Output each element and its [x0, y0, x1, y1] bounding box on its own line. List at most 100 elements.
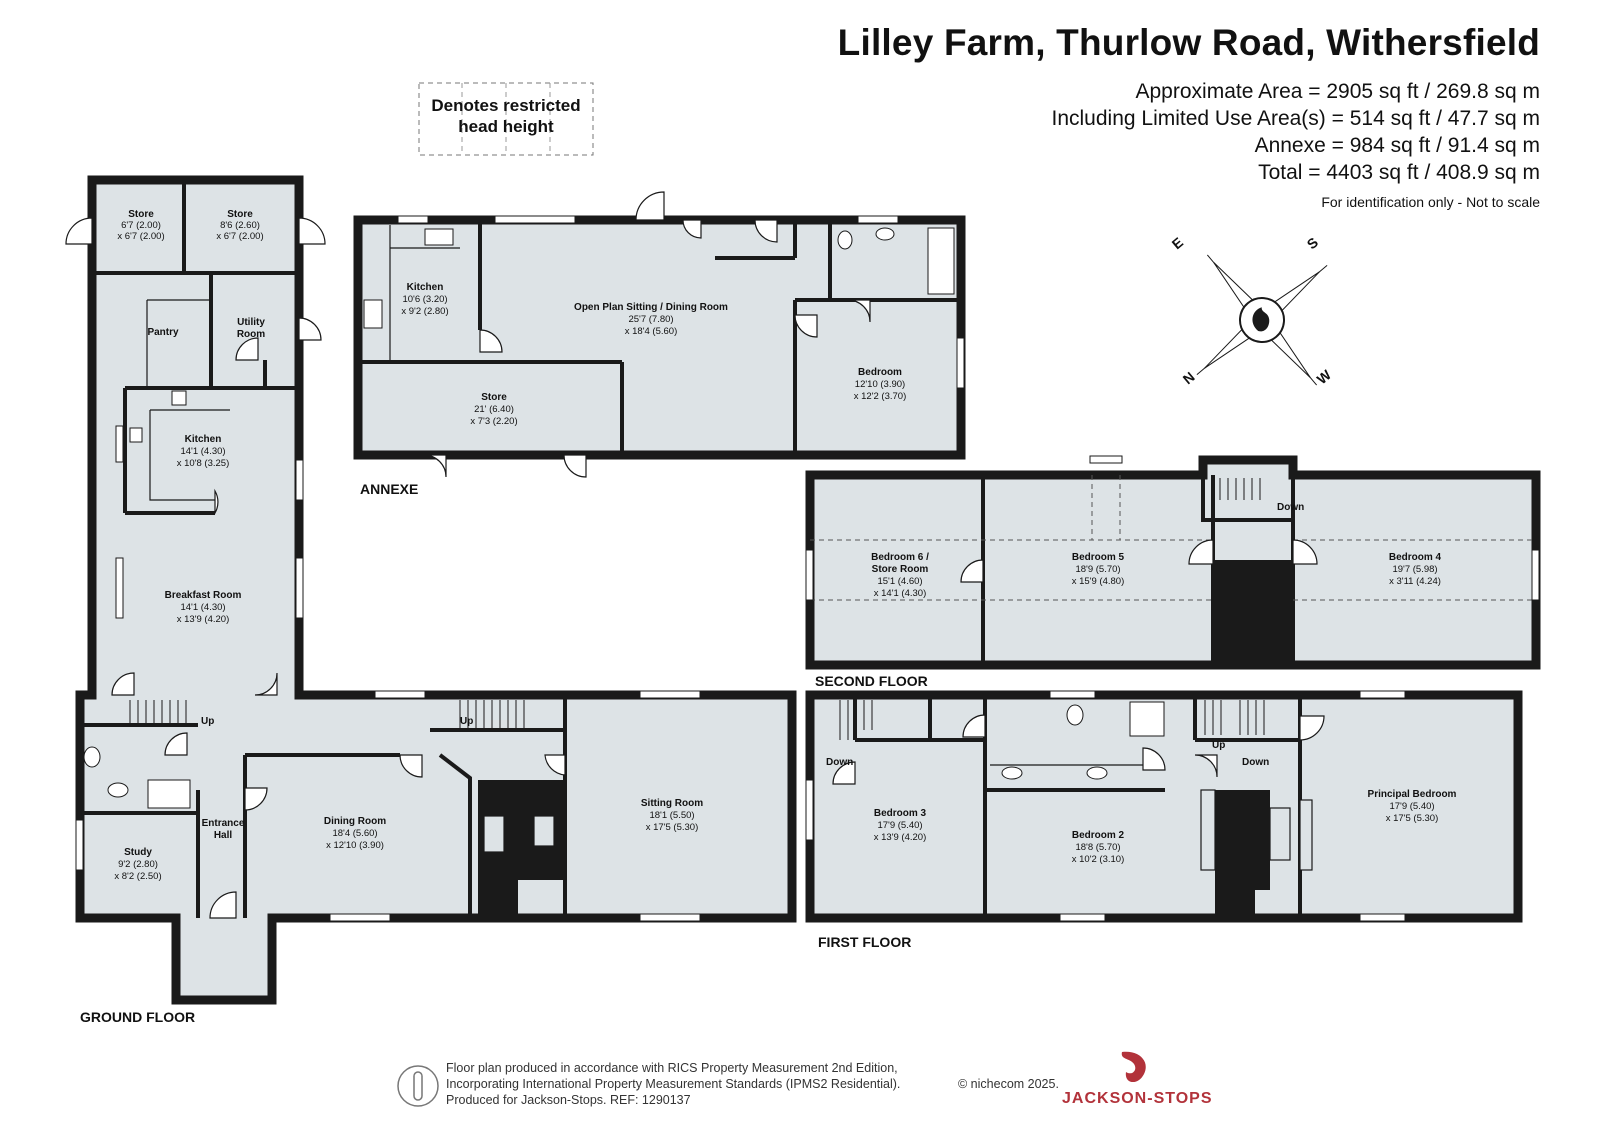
compass-e: E	[1169, 234, 1186, 252]
room-bedroom-4: Bedroom 4 19'7 (5.98) x 3'11 (4.24)	[1389, 552, 1442, 587]
room-principal-bedroom: Principal Bedroom 17'9 (5.40) x 17'5 (5.…	[1368, 789, 1457, 824]
room-store-2: Store 8'6 (2.60) x 6'7 (2.00)	[216, 209, 263, 242]
legend-line-1: Denotes restricted	[431, 96, 581, 115]
room-entrance-hall: Entrance	[202, 818, 245, 829]
total-area: Total = 4403 sq ft / 408.9 sq m	[1258, 161, 1540, 184]
room-breakfast: Breakfast Room 14'1 (4.30) x 13'9 (4.20)	[165, 590, 242, 625]
legend-box	[418, 82, 594, 156]
room-name: Bedroom 6 /	[871, 552, 929, 563]
restricted-height-legend: Denotes restricted head height	[418, 82, 594, 156]
room-dimension: x 3'11 (4.24)	[1389, 576, 1441, 587]
compass-n: N	[1180, 369, 1198, 388]
room-dimension: x 8'2 (2.50)	[114, 871, 161, 882]
footer-disclaimer: Floor plan produced in accordance with R…	[446, 1060, 1059, 1108]
room-bedroom-3: Bedroom 3 17'9 (5.40) x 13'9 (4.20)	[874, 808, 927, 843]
room-dimension: x 9'2 (2.80)	[401, 306, 448, 317]
room-utility: Room	[237, 329, 265, 340]
room-dimension: 6'7 (2.00)	[121, 220, 161, 231]
ground-floor-plan	[65, 175, 797, 1005]
room-dimension: x 13'9 (4.20)	[874, 832, 927, 843]
room-study: Study 9'2 (2.80) x 8'2 (2.50)	[114, 847, 161, 882]
second-floor-label: SECOND FLOOR	[815, 673, 928, 689]
first-floor-label: FIRST FLOOR	[818, 934, 911, 950]
room-store-1: Store 6'7 (2.00) x 6'7 (2.00)	[117, 209, 164, 242]
room-dimension: 18'8 (5.70)	[1075, 842, 1120, 853]
identification-note: For identification only - Not to scale	[1321, 194, 1540, 210]
compass-w: W	[1314, 366, 1335, 387]
room-name: Study	[124, 847, 152, 858]
room-dimension: x 7'3 (2.20)	[470, 416, 517, 427]
room-dimension: x 15'9 (4.80)	[1072, 576, 1125, 587]
room-open-plan: Open Plan Sitting / Dining Room 25'7 (7.…	[574, 302, 728, 337]
room-dimension: x 14'1 (4.30)	[874, 588, 927, 599]
room-dimension: 21' (6.40)	[474, 404, 514, 415]
room-dimension: 19'7 (5.98)	[1392, 564, 1437, 575]
room-kitchen: Kitchen 14'1 (4.30) x 10'8 (3.25)	[177, 434, 230, 469]
room-name: Bedroom 3	[874, 808, 927, 819]
room-dimension: 25'7 (7.80)	[628, 314, 673, 325]
stair-down-label: Down	[1242, 757, 1269, 768]
brand-name: JACKSON-STOPS	[1062, 1090, 1213, 1107]
room-name: Store	[227, 209, 253, 220]
room-bedroom-6: Bedroom 6 / Store Room 15'1 (4.60) x 14'…	[871, 552, 929, 599]
ipms-badge-icon	[397, 1065, 439, 1107]
compass-emblem-icon	[1252, 307, 1270, 332]
first-floor-plan	[805, 690, 1523, 923]
property-title: Lilley Farm, Thurlow Road, Withersfield	[837, 22, 1540, 63]
room-name: Open Plan Sitting / Dining Room	[574, 302, 728, 313]
room-dimension: 9'2 (2.80)	[118, 859, 158, 870]
approximate-area: Approximate Area = 2905 sq ft / 269.8 sq…	[1135, 80, 1541, 103]
room-annexe-kitchen: Kitchen 10'6 (3.20) x 9'2 (2.80)	[401, 282, 448, 317]
room-dimension: 15'1 (4.60)	[877, 576, 922, 587]
room-dimension: x 10'2 (3.10)	[1072, 854, 1125, 865]
room-dimension: x 6'7 (2.00)	[216, 231, 263, 242]
room-dimension: 12'10 (3.90)	[855, 379, 905, 390]
room-name: Store	[481, 392, 507, 403]
room-name: Breakfast Room	[165, 590, 242, 601]
stair-up-label: Up	[201, 716, 214, 727]
stair-down-label: Down	[1277, 502, 1304, 513]
room-dimension: 14'1 (4.30)	[180, 446, 225, 457]
room-bedroom-2: Bedroom 2 18'8 (5.70) x 10'2 (3.10)	[1072, 830, 1125, 865]
room-entrance-hall: Hall	[214, 830, 233, 841]
room-dimension: 18'9 (5.70)	[1075, 564, 1120, 575]
second-floor-plan	[805, 455, 1541, 670]
room-sitting: Sitting Room 18'1 (5.50) x 17'5 (5.30)	[641, 798, 703, 833]
annexe-label: ANNEXE	[360, 481, 418, 497]
room-name: Bedroom 4	[1389, 552, 1442, 563]
stair-up-label: Up	[460, 716, 473, 727]
room-dimension: x 13'9 (4.20)	[177, 614, 230, 625]
room-name: Sitting Room	[641, 798, 703, 809]
room-dimension: x 6'7 (2.00)	[117, 231, 164, 242]
ground-floor-label: GROUND FLOOR	[80, 1009, 195, 1025]
room-dimension: x 17'5 (5.30)	[646, 822, 699, 833]
annexe-area: Annexe = 984 sq ft / 91.4 sq m	[1254, 134, 1540, 157]
room-name: Store	[128, 209, 154, 220]
footer-line-1: Floor plan produced in accordance with R…	[446, 1061, 898, 1075]
room-utility: Utility	[237, 317, 265, 328]
room-pantry: Pantry	[147, 327, 179, 338]
room-name: Dining Room	[324, 816, 386, 827]
footer-line-2: Incorporating International Property Mea…	[446, 1077, 901, 1091]
stair-up-label: Up	[1212, 740, 1225, 751]
room-bedroom-5: Bedroom 5 18'9 (5.70) x 15'9 (4.80)	[1072, 552, 1125, 587]
room-name: Bedroom	[858, 367, 902, 378]
ground-stairs	[129, 700, 525, 728]
legend-text: Denotes restricted head height	[418, 95, 594, 137]
room-dining: Dining Room 18'4 (5.60) x 12'10 (3.90)	[324, 816, 386, 851]
room-name: Store Room	[872, 564, 929, 575]
limited-use-area: Including Limited Use Area(s) = 514 sq f…	[1051, 107, 1541, 130]
room-dimension: x 18'4 (5.60)	[625, 326, 678, 337]
jackson-stops-logo-icon	[1121, 1051, 1146, 1083]
room-name: Kitchen	[407, 282, 444, 293]
room-name: Bedroom 2	[1072, 830, 1125, 841]
footer-copyright: © nichecom 2025.	[958, 1077, 1059, 1091]
room-name: Kitchen	[185, 434, 222, 445]
compass-s: S	[1304, 234, 1321, 252]
room-dimension: 17'9 (5.40)	[877, 820, 922, 831]
room-dimension: x 12'10 (3.90)	[326, 840, 384, 851]
room-dimension: 18'1 (5.50)	[649, 810, 694, 821]
room-annexe-store: Store 21' (6.40) x 7'3 (2.20)	[470, 392, 517, 427]
annexe-plan	[353, 191, 966, 478]
